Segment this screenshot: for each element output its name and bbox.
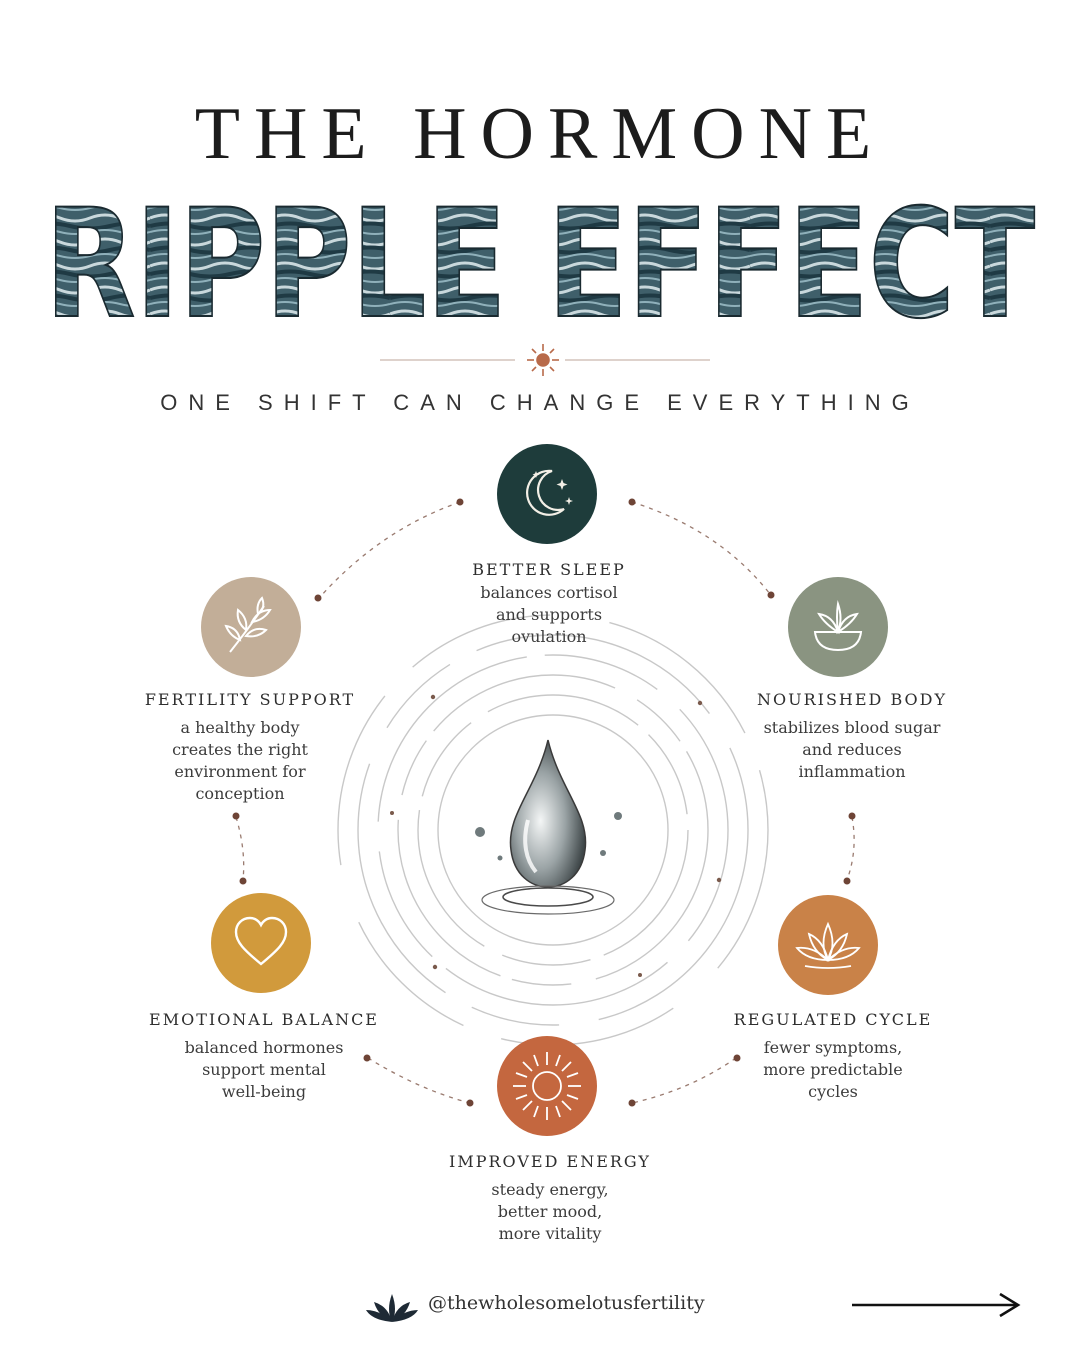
improved-energy-title: IMPROVED ENERGY (449, 1152, 651, 1171)
regulated-cycle-circle (778, 895, 878, 995)
emotional-balance-text: balanced hormones support mental well-be… (184, 1038, 344, 1101)
regulated-cycle-title: REGULATED CYCLE (733, 1010, 933, 1029)
title-top: THE HORMONE (194, 93, 886, 175)
bowl-plant-icon (813, 600, 863, 652)
fertility-support-title: FERTILITY SUPPORT (144, 690, 356, 709)
connector-fertility-emotional (235, 816, 245, 881)
subtitle: ONE SHIFT CAN CHANGE EVERYTHING (160, 390, 920, 415)
footer-handle[interactable]: @thewholesomelotusfertility (428, 1292, 705, 1314)
better-sleep-text: balances cortisol and supports ovulation (480, 583, 618, 646)
regulated-cycle-text: fewer symptoms, more predictable cycles (763, 1038, 903, 1101)
better-sleep-title: BETTER SLEEP (472, 560, 626, 579)
connector-sleep-nourished (631, 501, 771, 595)
better-sleep-circle (497, 444, 597, 544)
lotus-icon (795, 921, 861, 969)
improved-energy-circle (497, 1036, 597, 1136)
moon-stars-icon (526, 469, 573, 516)
lotus-logo-icon (366, 1294, 418, 1322)
improved-energy-text: steady energy, better mood, more vitalit… (491, 1180, 609, 1243)
connector-sleep-fertility (319, 501, 461, 598)
emotional-balance-title: EMOTIONAL BALANCE (149, 1010, 379, 1029)
connector-nourished-regulated (846, 816, 855, 881)
water-drop-icon (475, 739, 622, 915)
fertility-support-circle (201, 577, 301, 677)
fertility-support-text: a healthy body creates the right environ… (172, 718, 308, 803)
title-main: RIPPLE EFFECT (44, 188, 1036, 328)
leaf-branch-icon (224, 596, 272, 653)
heart-icon (234, 916, 288, 966)
connector-regulated-energy (631, 1057, 737, 1104)
nourished-body-text: stabilizes blood sugar and reduces infla… (763, 718, 941, 781)
nourished-body-title: NOURISHED BODY (756, 690, 948, 709)
emotional-balance-circle (211, 893, 311, 993)
sun-icon (513, 1052, 581, 1120)
nourished-body-circle (788, 577, 888, 677)
title-main-text: RIPPLE EFFECT (45, 188, 1035, 328)
arrow-right-icon[interactable] (850, 1290, 1025, 1320)
divider-sun (380, 344, 710, 376)
connector-emotional-energy (367, 1057, 471, 1104)
